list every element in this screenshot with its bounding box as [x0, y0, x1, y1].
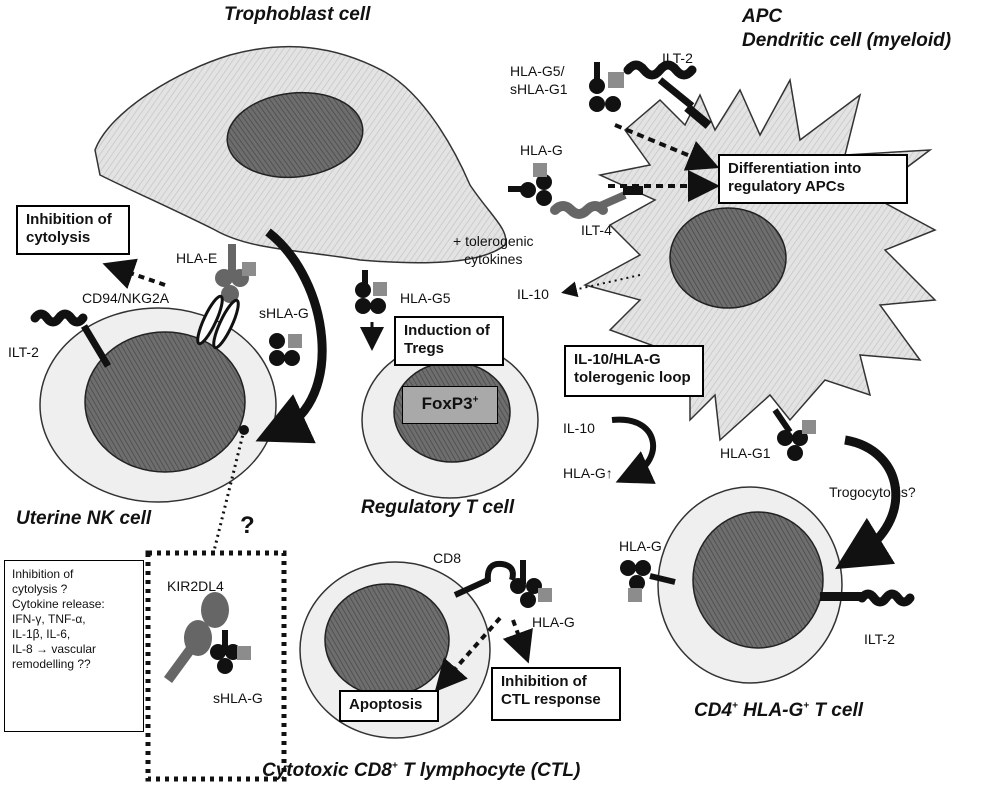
label-hla-g-trophoblast: HLA-G: [520, 142, 563, 158]
label-hla-g-loop: HLA-G↑: [563, 465, 613, 481]
title-cd4-t-cell: CD4+ HLA-G+ T cell: [694, 700, 863, 721]
hla-g1-apc-icon: [772, 408, 816, 461]
label-trogocytosis: Trogocytosis?: [829, 484, 916, 500]
arrow-to-inhibition-cytolysis: [102, 258, 166, 289]
arrow-hla-g5-to-differentiation: [614, 123, 720, 171]
label-ilt2-apc: ILT-2: [662, 50, 693, 66]
title-regulatory-t-cell: Regulatory T cell: [361, 497, 515, 518]
label-cd8: CD8: [433, 550, 462, 566]
label-ilt2-cd4: ILT-2: [864, 631, 895, 647]
label-hla-g-ctl: HLA-G: [532, 614, 575, 630]
nk-effects-note: Inhibition of cytolysis ? Cytokine relea…: [4, 560, 144, 732]
trophoblast-nucleus: [226, 91, 364, 179]
cd94-nkg2a-receptor-icon: [196, 294, 240, 350]
question-mark: ?: [240, 512, 255, 539]
dendritic-nucleus: [669, 207, 787, 309]
label-shla-g-box: sHLA-G: [213, 690, 263, 706]
cd8-receptor-icon: [453, 560, 516, 598]
label-kir2dl4: KIR2DL4: [167, 578, 224, 594]
label-cd94-nkg2a: CD94/NKG2A: [82, 290, 170, 306]
trophoblast-cell: [94, 45, 507, 264]
kir2dl4-receptor-icon: [163, 592, 229, 683]
cd4-nucleus: [692, 511, 824, 649]
arrow-to-apoptosis: [434, 616, 502, 692]
title-uterine-nk-cell: Uterine NK cell: [16, 508, 152, 529]
arrow-shla-g-to-nk: [255, 228, 327, 444]
label-hla-g5-treg: HLA-G5: [400, 290, 451, 306]
arrow-tolerogenic-loop: [611, 416, 657, 484]
hla-e-molecule-icon: [215, 244, 256, 303]
title-apc: APC: [742, 6, 783, 27]
box-differentiation-regulatory-apcs: Differentiation into regulatory APCs: [718, 154, 908, 204]
hla-g-cd4-icon: [620, 560, 676, 602]
hla-g-ctl-icon: [510, 560, 552, 608]
label-il10-loop: IL-10: [563, 420, 595, 436]
ilt2-cd4-receptor-icon: [820, 589, 915, 607]
label-ilt4: ILT-4: [581, 222, 612, 238]
ctl-nucleus: [324, 583, 450, 697]
label-hla-g1-cd4: HLA-G1: [720, 445, 771, 461]
box-induction-of-tregs: Induction of Tregs: [394, 316, 504, 366]
box-inhibition-of-cytolysis: Inhibition of cytolysis: [16, 205, 130, 255]
arrow-to-inhibition-ctl: [502, 619, 533, 664]
ilt2-apc-receptor-icon: [623, 60, 712, 129]
hla-g5-molecule-icon: [589, 62, 624, 112]
label-il10-apc: IL-10: [517, 286, 549, 302]
label-hla-g5-shla-g1: HLA-G5/ sHLA-G1: [510, 63, 568, 97]
ilt4-receptor-icon: [550, 186, 643, 219]
shla-g-nk-icon: [269, 333, 302, 366]
arrow-trogocytosis: [835, 435, 901, 570]
label-shla-g-nk: sHLA-G: [259, 305, 309, 321]
box-inhibition-ctl-response: Inhibition of CTL response: [491, 667, 621, 721]
arrow-il10-secretion: [561, 274, 641, 298]
hla-g-trophoblast-icon: [508, 163, 552, 206]
ilt2-nk-receptor-icon: [30, 309, 112, 368]
nk-nucleus: [84, 331, 246, 473]
shla-g-box-icon: [210, 630, 251, 674]
label-ilt2-nk: ILT-2: [8, 344, 39, 360]
hla-g5-treg-icon: [355, 270, 387, 314]
uterine-nk-cell: [39, 307, 277, 503]
title-dendritic-cell: Dendritic cell (myeloid): [742, 30, 952, 51]
box-il10-hla-g-loop: IL-10/HLA-G tolerogenic loop: [564, 345, 704, 397]
box-foxp3: FoxP3+: [402, 386, 498, 424]
box-apoptosis: Apoptosis: [339, 690, 439, 722]
title-trophoblast-cell: Trophoblast cell: [224, 4, 371, 25]
cd4-t-cell: [657, 486, 843, 684]
title-ctl: Cytotoxic CD8+ T lymphocyte (CTL): [262, 760, 581, 781]
label-hla-g-cd4: HLA-G: [619, 538, 662, 554]
label-tolerogenic-cytokines: + tolerogenic cytokines: [453, 233, 534, 267]
label-hla-e: HLA-E: [176, 250, 218, 266]
